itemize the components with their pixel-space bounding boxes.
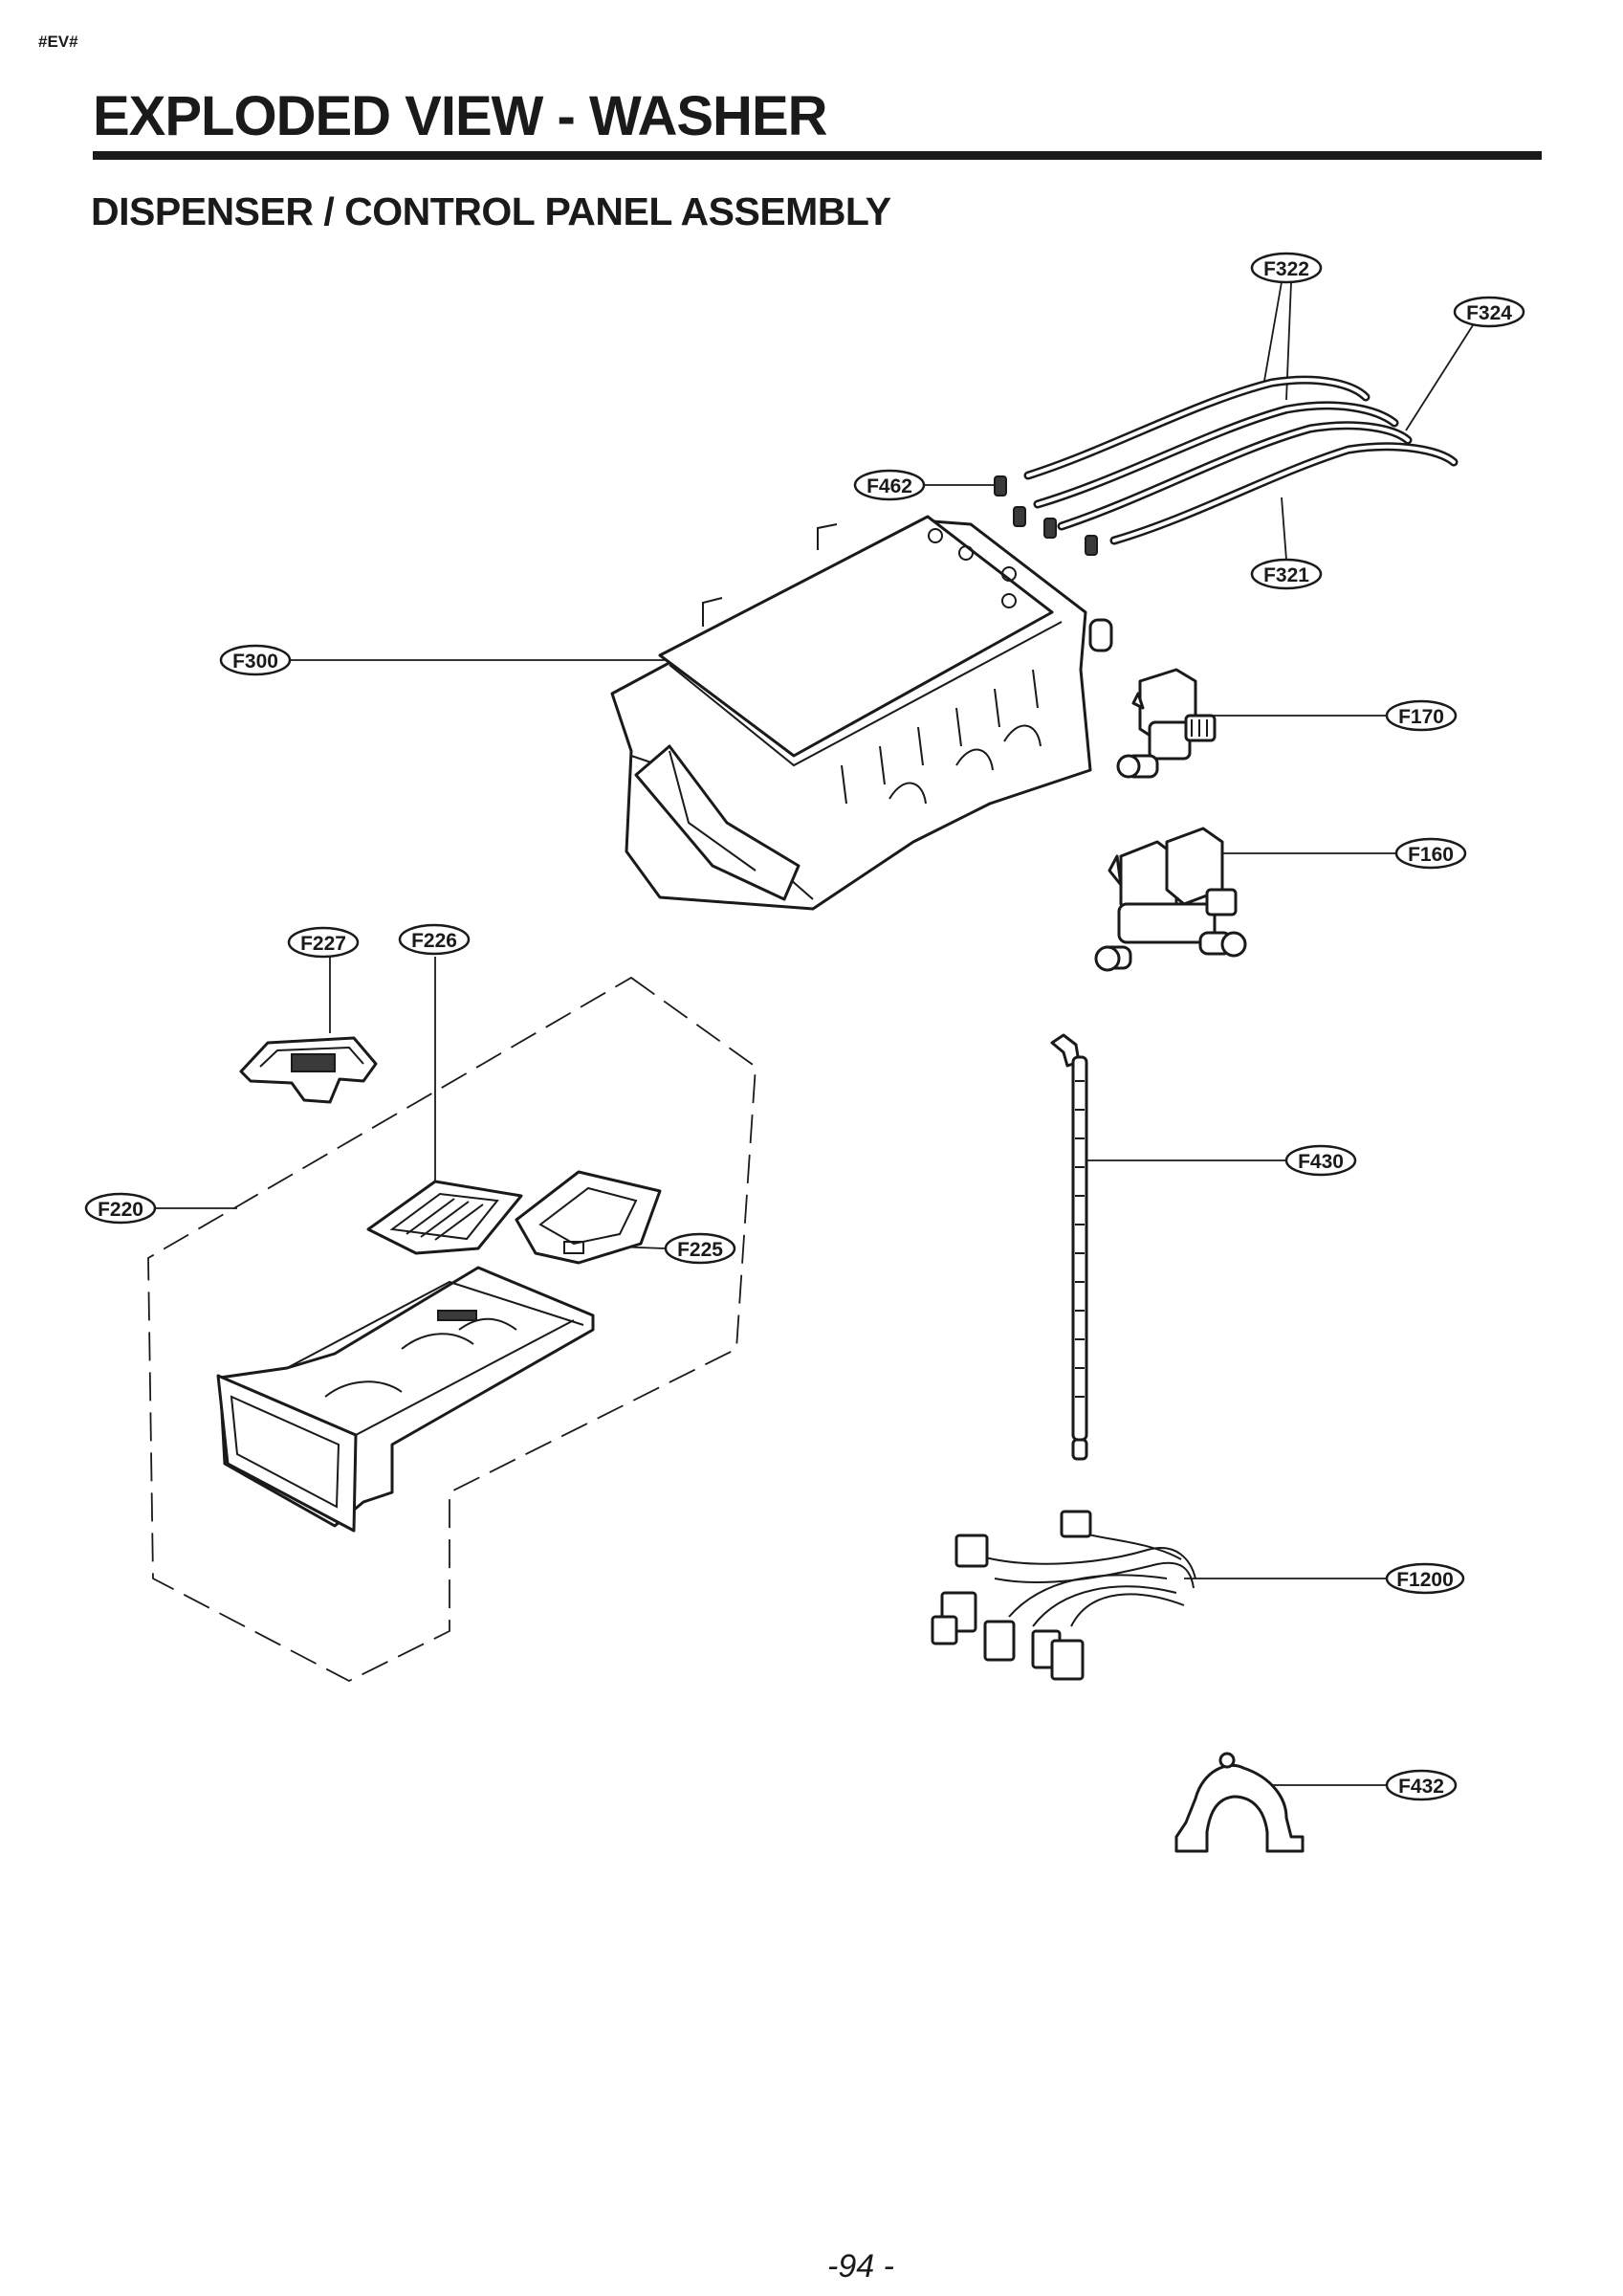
connector-4 xyxy=(931,1615,958,1645)
callout-f226: F226 xyxy=(398,923,471,956)
clamp-icon xyxy=(1174,1752,1305,1853)
svg-text:F225: F225 xyxy=(677,1239,723,1261)
page-title: EXPLODED VIEW - WASHER xyxy=(93,85,828,147)
detergent-drawer-icon xyxy=(216,1266,595,1533)
callout-f300: F300 xyxy=(219,644,292,676)
callout-f170: F170 xyxy=(1385,699,1458,732)
leader-f321 xyxy=(1281,497,1287,561)
hose-icon xyxy=(1050,1033,1088,1461)
hose-clamp-3 xyxy=(1043,518,1057,539)
svg-text:F322: F322 xyxy=(1263,258,1309,280)
hose-set xyxy=(994,375,1459,556)
siphon-cap-icon xyxy=(239,1036,378,1104)
bleach-insert-icon xyxy=(515,1170,662,1265)
callout-f321: F321 xyxy=(1250,558,1323,590)
drawer-assembly-boundary xyxy=(147,976,757,1683)
callout-f220: F220 xyxy=(84,1192,157,1225)
connector-5 xyxy=(983,1620,1016,1662)
hose-clamp-2 xyxy=(1013,506,1026,527)
leader-lines xyxy=(153,281,1474,1786)
callout-f432: F432 xyxy=(1385,1769,1458,1801)
callout-f225: F225 xyxy=(664,1232,736,1265)
svg-text:F170: F170 xyxy=(1398,706,1444,728)
svg-text:F227: F227 xyxy=(300,933,346,955)
dispenser-housing-icon xyxy=(610,515,1113,911)
drawer-handle xyxy=(216,1374,358,1533)
softener-insert-icon xyxy=(366,1180,523,1255)
connector-1 xyxy=(954,1534,989,1568)
dispenser-lid xyxy=(658,515,1054,758)
callout-f1200: F1200 xyxy=(1385,1562,1465,1595)
svg-text:F430: F430 xyxy=(1298,1151,1344,1173)
svg-text:F321: F321 xyxy=(1263,564,1309,586)
page-number: -94 - xyxy=(827,2248,894,2285)
connector-2 xyxy=(1060,1510,1092,1538)
svg-text:F226: F226 xyxy=(411,930,457,952)
svg-text:F462: F462 xyxy=(866,475,912,497)
hose-clamp-1 xyxy=(994,475,1007,497)
dispenser-opening xyxy=(634,744,801,901)
double-water-valve-icon xyxy=(1094,827,1247,972)
svg-text:F1200: F1200 xyxy=(1396,1569,1454,1591)
callout-f462: F462 xyxy=(853,469,926,501)
leader-f324 xyxy=(1405,324,1474,431)
callout-f324: F324 xyxy=(1453,296,1525,328)
water-valve-icon xyxy=(1116,668,1217,779)
section-subtitle: DISPENSER / CONTROL PANEL ASSEMBLY xyxy=(91,189,891,233)
svg-text:F324: F324 xyxy=(1466,302,1512,324)
callout-f227: F227 xyxy=(287,926,360,959)
document-tag: #EV# xyxy=(38,33,78,51)
hose-clamp-4 xyxy=(1085,535,1098,556)
callout-f160: F160 xyxy=(1394,837,1467,870)
leader-f322-a xyxy=(1263,281,1283,382)
title-underline xyxy=(93,151,1542,160)
connector-7 xyxy=(1050,1639,1085,1681)
svg-text:F220: F220 xyxy=(98,1199,143,1221)
svg-text:F300: F300 xyxy=(232,651,278,673)
callout-f322: F322 xyxy=(1250,252,1323,284)
callout-f430: F430 xyxy=(1284,1144,1357,1177)
svg-text:F160: F160 xyxy=(1408,844,1454,866)
svg-text:F432: F432 xyxy=(1398,1776,1444,1798)
wire-harness-icon xyxy=(931,1510,1196,1681)
